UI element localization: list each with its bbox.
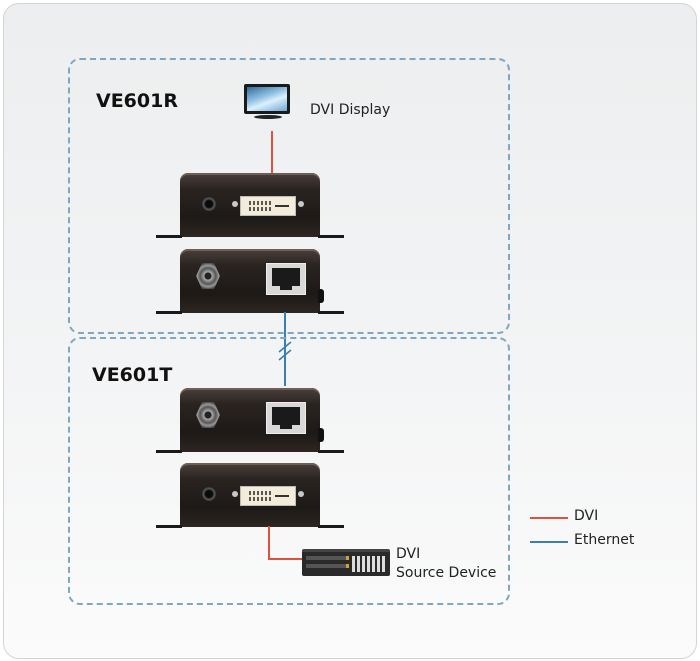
legend-ethernet-swatch [530,541,568,543]
power-jack-icon [202,197,216,211]
monitor-icon [244,84,292,122]
dvi-source-device-icon [302,549,390,576]
receiver-rj45-side-unit [156,249,346,325]
cable-break-icon [278,341,292,361]
source-label-line1: DVI [396,546,421,562]
transmitter-rj45-side-unit [156,388,346,464]
ground-connector-icon [196,263,220,289]
dvi-port-icon [240,196,296,216]
dvi-cable-source-vertical [268,526,270,560]
transmitter-dvi-side-unit [156,463,346,539]
dvi-port-icon [240,486,296,506]
power-jack-icon [202,487,216,501]
receiver-title: VE601R [96,90,178,112]
ethernet-cable [284,312,286,386]
rj45-port-icon [266,263,306,295]
legend-dvi-label: DVI [574,508,599,524]
dvi-cable-source-horizontal [268,558,302,560]
source-label-line2: Source Device [396,565,497,581]
receiver-group-box [68,58,510,334]
receiver-dvi-side-unit [156,173,346,249]
rj45-port-icon [266,402,306,434]
legend-dvi-swatch [530,517,568,519]
transmitter-title: VE601T [92,364,173,386]
ground-connector-icon [196,402,220,428]
legend-ethernet-label: Ethernet [574,532,635,548]
dvi-cable-display [271,131,273,173]
dvi-display-label: DVI Display [310,102,391,118]
transmitter-group-box [68,337,510,605]
